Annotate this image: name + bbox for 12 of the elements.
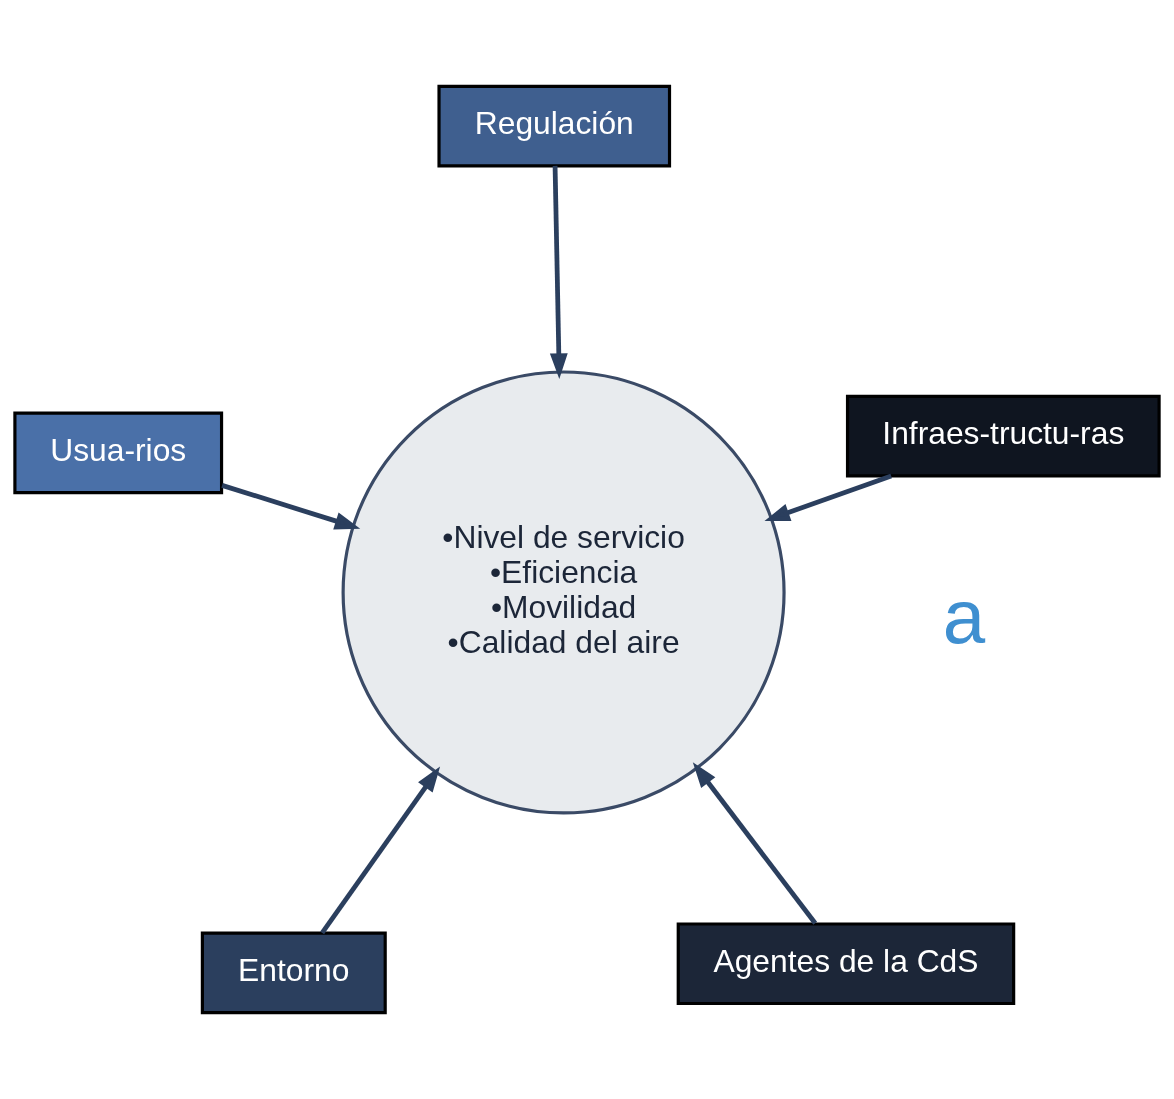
node-box: Usua-rios xyxy=(13,411,224,495)
arrow xyxy=(549,165,568,379)
node-box: Regulación xyxy=(437,84,672,168)
arrow xyxy=(764,473,892,521)
node-box: Infraes-tructu-ras xyxy=(845,394,1161,478)
arrow xyxy=(320,766,441,935)
node-box: Agentes de la CdS xyxy=(676,922,1016,1006)
arrow xyxy=(692,762,818,925)
arrow xyxy=(221,483,361,530)
node-circle: •Nivel de servicio •Eficiencia •Movilidad •Calidad del aire xyxy=(341,370,786,815)
node-box: Entorno xyxy=(200,931,387,1015)
label: a xyxy=(942,573,986,659)
